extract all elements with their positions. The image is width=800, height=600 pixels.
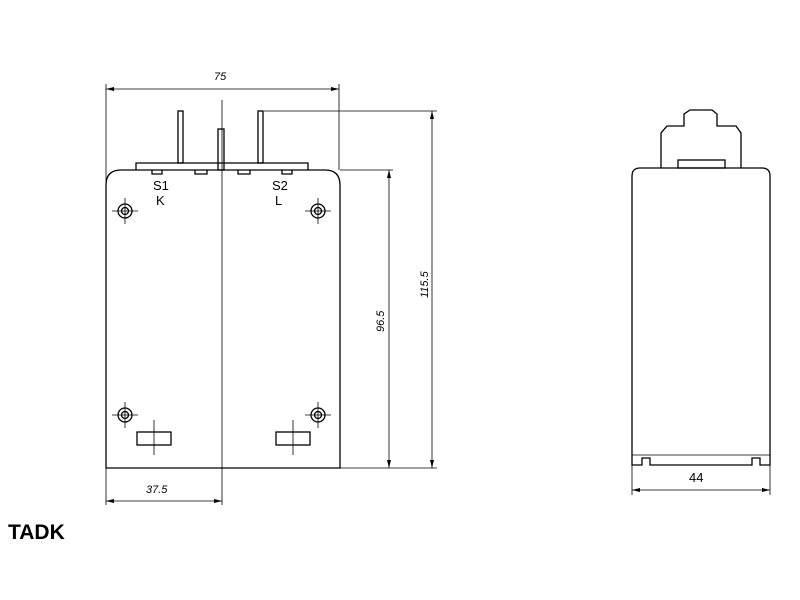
dimension-depth: 44 [631, 465, 771, 495]
side-body-outline [631, 167, 771, 466]
label-l: L [275, 193, 282, 208]
front-view: S1 K S2 L 75 37.5 115.5 96.5 [105, 71, 437, 505]
mounting-bracket [660, 109, 742, 168]
dim-depth-label: 44 [689, 470, 703, 485]
dim-total-height-label: 115.5 [419, 270, 431, 298]
dim-half-width-label: 37.5 [146, 484, 168, 496]
label-s2: S2 [272, 178, 288, 193]
label-s1: S1 [153, 178, 169, 193]
dimension-total-height: 115.5 [264, 110, 437, 469]
product-title: TADK [8, 521, 65, 544]
mounting-hole-icon [112, 198, 138, 224]
label-k: K [156, 193, 165, 208]
dimension-width: 75 [105, 71, 340, 505]
pin-s2 [257, 110, 264, 164]
dim-body-height-label: 96.5 [375, 310, 387, 332]
dimension-body-height: 96.5 [340, 169, 393, 468]
mounting-holes [112, 198, 331, 428]
pin-center [217, 128, 225, 171]
mounting-hole-icon [305, 198, 331, 224]
dimension-half-width: 37.5 [106, 484, 222, 503]
bracket-pad [677, 159, 726, 169]
front-body-outline [105, 169, 341, 469]
dim-width-label: 75 [214, 71, 227, 83]
side-view: 44 [631, 109, 771, 495]
mounting-hole-icon [112, 402, 138, 428]
pin-s1 [177, 110, 184, 164]
mounting-hole-icon [305, 402, 331, 428]
